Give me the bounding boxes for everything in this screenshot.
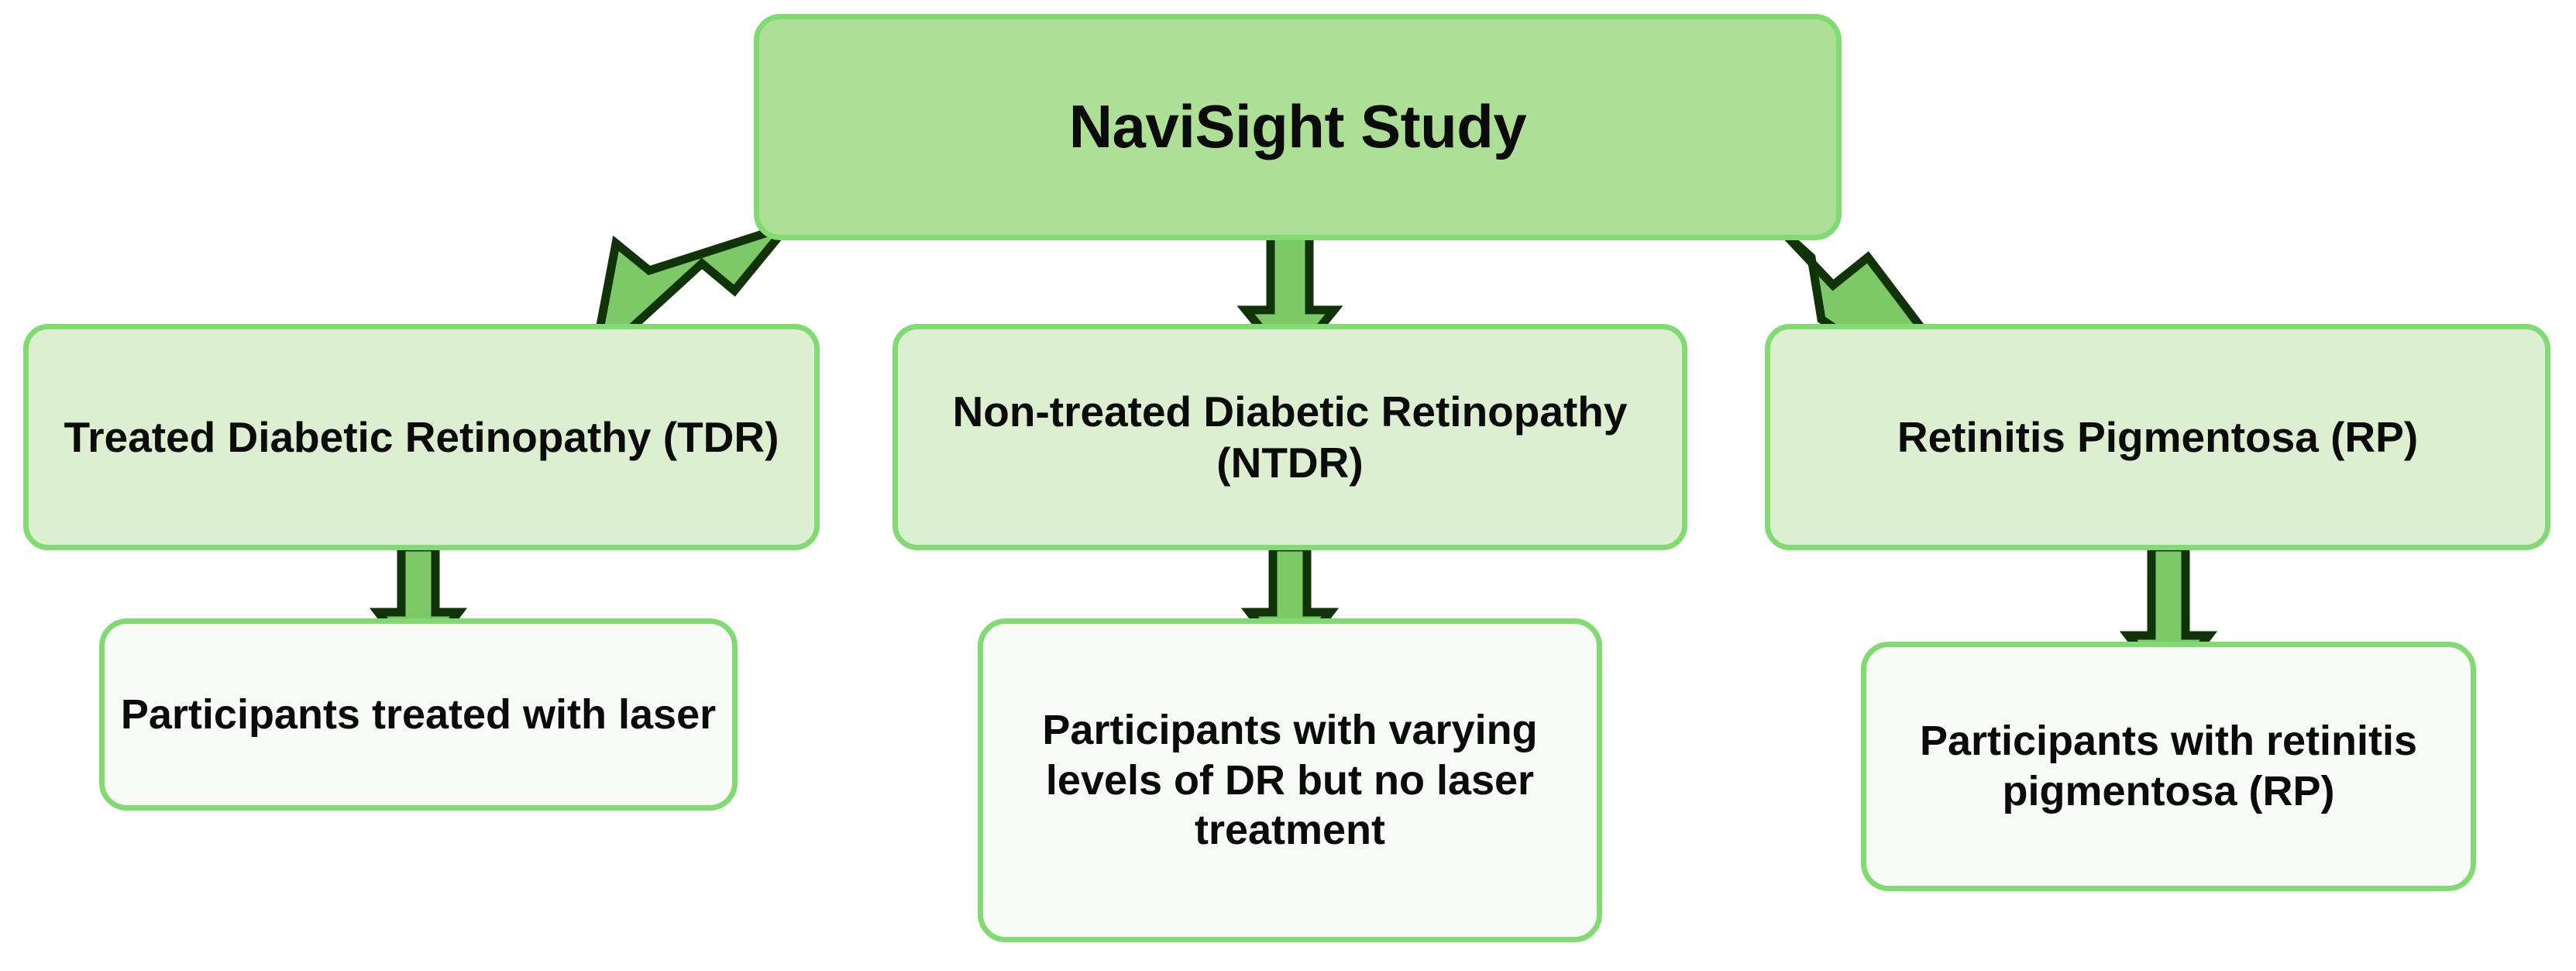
node-leaf-rp[interactable]: Participants with retinitis pigmentosa (… <box>1861 642 2476 891</box>
node-leaf-tdr[interactable]: Participants treated with laser <box>99 618 738 811</box>
node-cohort-ntdr-label: Non-treated Diabetic Retinopathy (NTDR) <box>952 387 1628 487</box>
node-leaf-ntdr[interactable]: Participants with varying levels of DR b… <box>978 618 1602 942</box>
node-cohort-tdr[interactable]: Treated Diabetic Retinopathy (TDR) <box>23 324 820 550</box>
node-leaf-tdr-label: Participants treated with laser <box>120 690 717 738</box>
node-cohort-rp-label: Retinitis Pigmentosa (RP) <box>1897 413 2419 461</box>
node-cohort-rp[interactable]: Retinitis Pigmentosa (RP) <box>1765 324 2550 550</box>
node-root-label: NaviSight Study <box>1068 92 1527 161</box>
node-leaf-ntdr-label: Participants with varying levels of DR b… <box>1042 706 1538 854</box>
node-leaf-rp-label: Participants with retinitis pigmentosa (… <box>1919 718 2418 814</box>
node-cohort-ntdr[interactable]: Non-treated Diabetic Retinopathy (NTDR) <box>892 324 1687 550</box>
node-cohort-tdr-label: Treated Diabetic Retinopathy (TDR) <box>64 413 779 461</box>
node-root-navisight-study[interactable]: NaviSight Study <box>754 14 1842 240</box>
